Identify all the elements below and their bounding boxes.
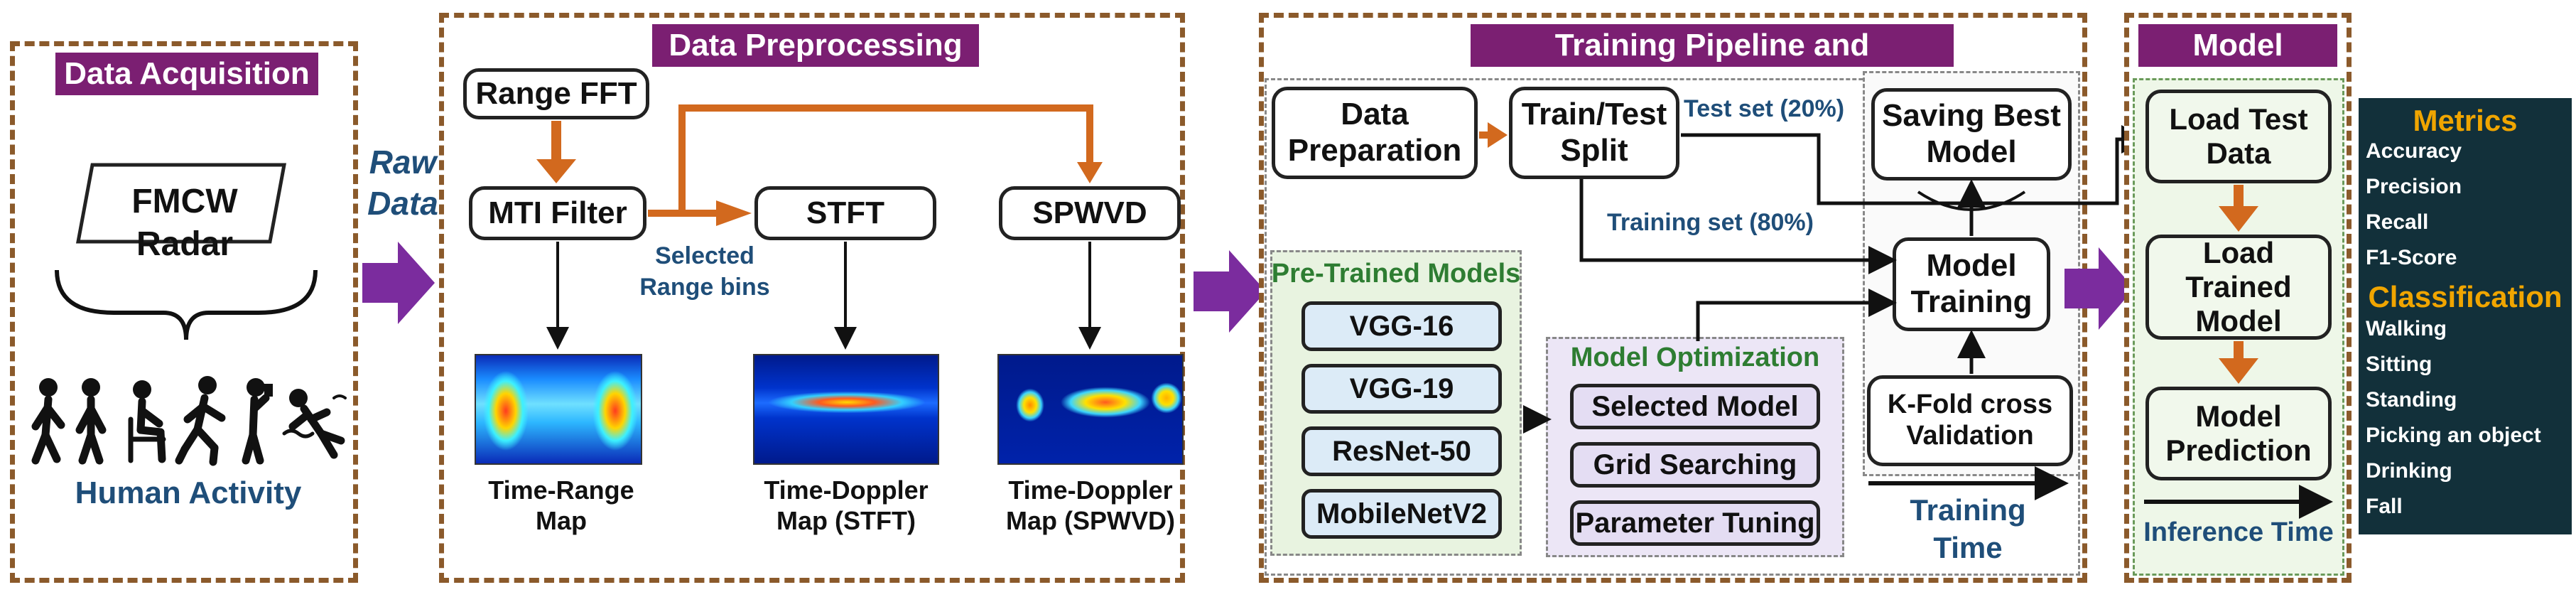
metric-item: Accuracy <box>2366 139 2462 163</box>
model-prediction-box: Model Prediction <box>2145 387 2332 480</box>
class-item: Drinking <box>2366 459 2452 483</box>
human-activity-label: Human Activity <box>75 475 302 510</box>
range-fft-box: Range FFT <box>463 68 649 119</box>
raw-data-label: Raw Data <box>367 144 438 222</box>
class-item: Picking an object <box>2366 424 2541 447</box>
training-time-label: Training Time <box>1910 493 2026 564</box>
class-item: Standing <box>2366 388 2457 412</box>
pretrained-model-item: VGG-16 <box>1301 301 1502 351</box>
classification-title: Classification <box>2368 280 2563 313</box>
train-test-split-box: Train/Test Split <box>1509 87 1679 179</box>
training-pipeline-title: Training Pipeline and Optimization <box>1471 24 1954 105</box>
radar-shape <box>75 163 287 244</box>
class-item: Sitting <box>2366 353 2432 376</box>
metric-item: Precision <box>2366 175 2462 198</box>
data-preprocessing-title: Data Preprocessing <box>652 24 979 67</box>
saving-best-model-box: Saving Best Model <box>1871 88 2072 181</box>
inference-time-label: Inference Time <box>2143 517 2334 547</box>
stft-box: STFT <box>754 186 936 240</box>
time-doppler-stft-label: Time-Doppler Map (STFT) <box>764 475 929 536</box>
pretrained-model-item: ResNet-50 <box>1301 426 1502 476</box>
pretrained-model-item: VGG-19 <box>1301 364 1502 414</box>
pretrained-model-item: MobileNetV2 <box>1301 489 1502 539</box>
pretrained-models-title: Pre-Trained Models <box>1271 259 1521 289</box>
time-doppler-stft-map-image <box>753 354 939 465</box>
data-acquisition-title: Data Acquisition <box>55 53 318 95</box>
data-acquisition-section <box>10 41 358 583</box>
class-item: Fall <box>2366 495 2403 518</box>
test-set-label: Test set (20%) <box>1684 95 1845 122</box>
model-training-box: Model Training <box>1893 237 2050 331</box>
data-preparation-box: Data Preparation <box>1272 87 1478 179</box>
radar-label: FMCW Radar <box>131 183 238 263</box>
model-optimization-title: Model Optimization <box>1570 343 1820 372</box>
spwvd-box: SPWVD <box>999 186 1181 240</box>
metric-item: F1-Score <box>2366 246 2457 269</box>
metrics-panel <box>2359 98 2572 534</box>
training-set-label: Training set (80%) <box>1607 209 1814 236</box>
metrics-title: Metrics <box>2413 104 2518 137</box>
class-item: Walking <box>2366 317 2447 340</box>
optimization-item: Parameter Tuning <box>1570 500 1820 546</box>
time-range-map-image <box>475 354 642 465</box>
metric-item: Recall <box>2366 210 2429 234</box>
load-test-data-box: Load Test Data <box>2145 90 2332 183</box>
time-doppler-spwvd-map-image <box>997 354 1184 465</box>
load-trained-model-box: Load Trained Model <box>2145 235 2332 340</box>
kfold-validation-box: K-Fold cross Validation <box>1867 375 2073 466</box>
optimization-item: Selected Model <box>1570 384 1820 429</box>
mti-filter-box: MTI Filter <box>469 186 646 240</box>
time-doppler-spwvd-label: Time-Doppler Map (SPWVD) <box>1006 475 1175 536</box>
curly-brace <box>55 269 318 340</box>
human-figures-icon <box>31 376 347 466</box>
selected-range-bins-label: Selected Range bins <box>639 242 770 301</box>
optimization-item: Grid Searching <box>1570 442 1820 488</box>
time-range-map-label: Time-Range Map <box>488 475 634 536</box>
